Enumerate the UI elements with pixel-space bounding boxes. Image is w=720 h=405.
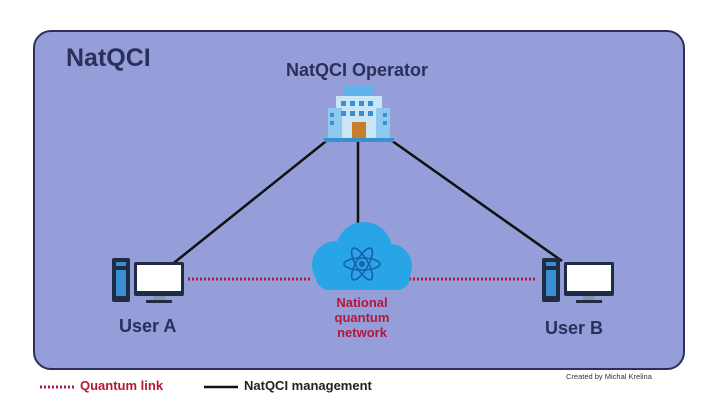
network-label-line: National bbox=[336, 295, 388, 310]
building-icon bbox=[324, 86, 394, 142]
legend-management: NatQCI management bbox=[244, 378, 372, 393]
user-b-computer-icon bbox=[542, 258, 614, 303]
credit-text: Created by Michal Krelina bbox=[566, 372, 652, 381]
management-line-user-b bbox=[387, 136, 563, 263]
diagram-title: NatQCI bbox=[66, 44, 151, 72]
operator-label: NatQCI Operator bbox=[286, 60, 429, 80]
user-a-label: User A bbox=[119, 316, 177, 336]
user-b-label: User B bbox=[545, 318, 604, 338]
management-line-user-a bbox=[169, 137, 331, 267]
legend-quantum-link: Quantum link bbox=[80, 378, 164, 393]
atom-cloud-icon bbox=[312, 222, 412, 290]
network-label-line: network bbox=[337, 325, 387, 340]
user-a-computer-icon bbox=[112, 258, 184, 303]
network-label: National quantum network bbox=[318, 295, 406, 340]
network-label-line: quantum bbox=[334, 310, 390, 325]
